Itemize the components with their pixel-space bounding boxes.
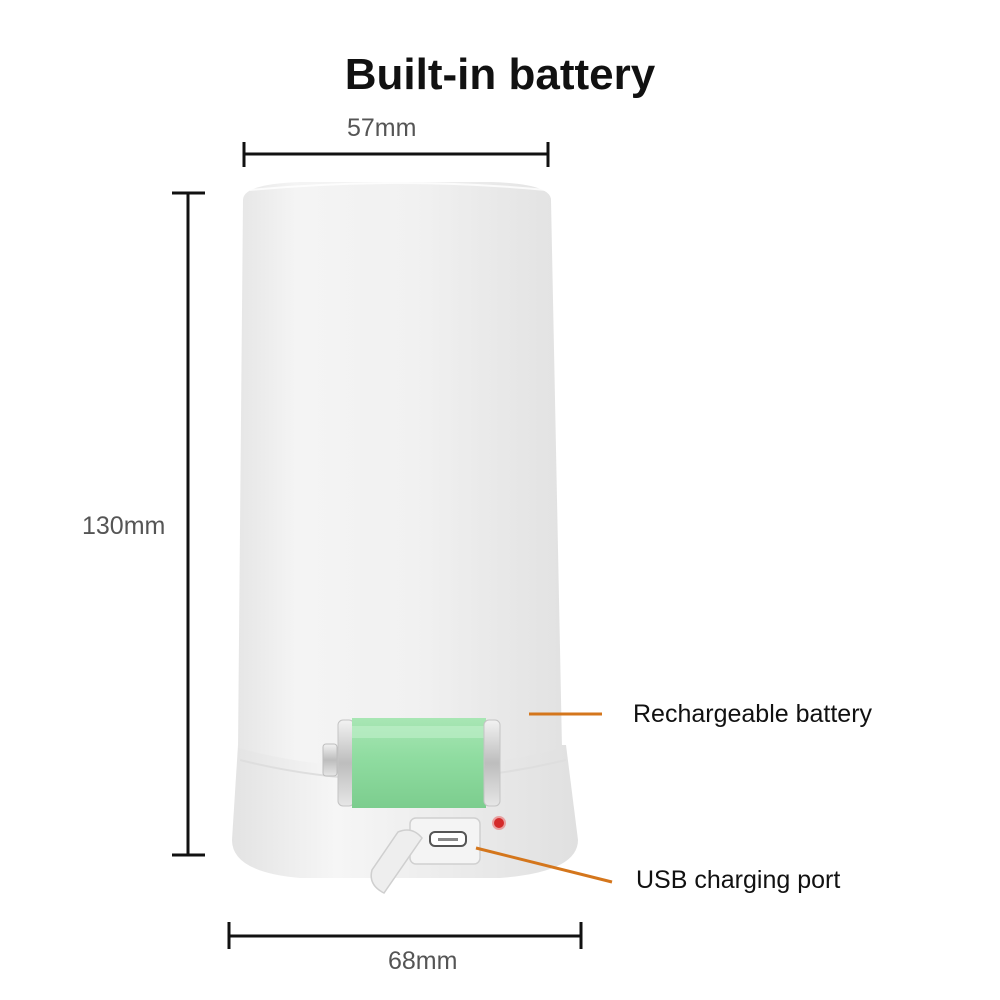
usb-leader-line — [475, 846, 613, 884]
usb-port — [409, 817, 481, 865]
base-width-label: 68mm — [388, 947, 458, 975]
battery-callout-label: Rechargeable battery — [633, 700, 873, 728]
indicator-led — [492, 816, 506, 830]
height-dimension — [172, 191, 205, 857]
page-title: Built-in battery — [344, 50, 656, 99]
lamp-body — [238, 182, 562, 769]
top-width-label: 57mm — [347, 114, 417, 142]
top-width-dimension — [242, 142, 550, 167]
base-width-dimension — [227, 922, 583, 949]
usb-cable-plug — [370, 829, 423, 894]
battery-icon — [322, 718, 501, 808]
usb-callout-label: USB charging port — [636, 866, 841, 894]
height-label: 130mm — [82, 512, 166, 540]
